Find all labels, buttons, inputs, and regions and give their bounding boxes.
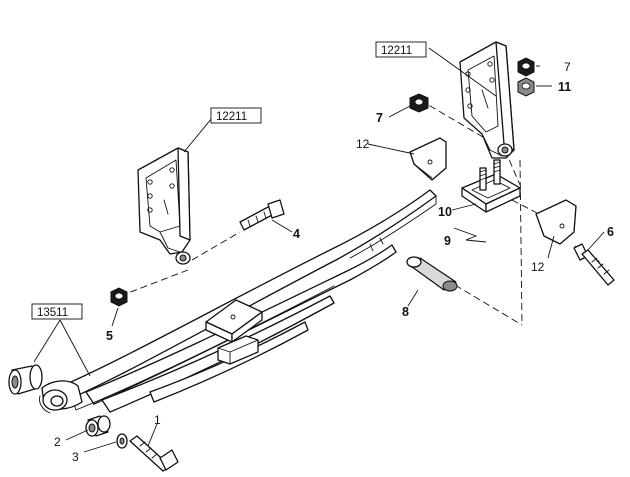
- callout-4: 4: [293, 227, 300, 241]
- left-hanger-bracket: [137, 147, 191, 265]
- callout-7-mid: 7: [376, 111, 383, 125]
- ref-label-spring: 13511: [37, 307, 68, 319]
- callout-9: 9: [444, 234, 451, 248]
- callout-3: 3: [72, 450, 79, 464]
- shackle-block-10: [461, 159, 521, 213]
- pin-8: [406, 256, 458, 292]
- nut-5: [110, 287, 128, 307]
- spacer-and-washer: [85, 415, 128, 449]
- nut-7-top: [517, 57, 535, 77]
- ref-box-spring: [31, 303, 83, 320]
- callout-11: 11: [558, 80, 571, 94]
- washer-11: [517, 77, 535, 97]
- ref-box-right-bracket: [375, 41, 427, 58]
- bolt-1: [129, 435, 179, 472]
- callout-labels: 1 2 3 4 5 6 7 7 8 9 10 11 12 12: [54, 60, 614, 464]
- plate-12-right: [535, 199, 577, 245]
- leaf-spring: [39, 189, 437, 414]
- nut-7-mid: [409, 93, 429, 113]
- assembly-ref-boxes: 12211 12211 13511: [31, 41, 427, 320]
- plate-12-top: [409, 137, 447, 181]
- ref-box-left-bracket: [210, 107, 262, 124]
- ref-label-left-bracket: 12211: [216, 111, 247, 123]
- callout-12-top: 12: [356, 137, 370, 151]
- callout-5: 5: [106, 329, 113, 343]
- callout-7-top: 7: [564, 60, 571, 74]
- callout-1: 1: [154, 413, 161, 427]
- ref-label-right-bracket: 12211: [381, 45, 412, 57]
- bolt-4: [239, 199, 285, 231]
- callout-10: 10: [438, 205, 452, 219]
- callout-12-right: 12: [531, 260, 545, 274]
- bolt-6: [573, 243, 615, 286]
- callout-8: 8: [402, 305, 409, 319]
- spring-eye-bushing: [8, 364, 43, 395]
- callout-6: 6: [607, 225, 614, 239]
- right-hanger-bracket: [459, 41, 515, 159]
- callout-2: 2: [54, 435, 61, 449]
